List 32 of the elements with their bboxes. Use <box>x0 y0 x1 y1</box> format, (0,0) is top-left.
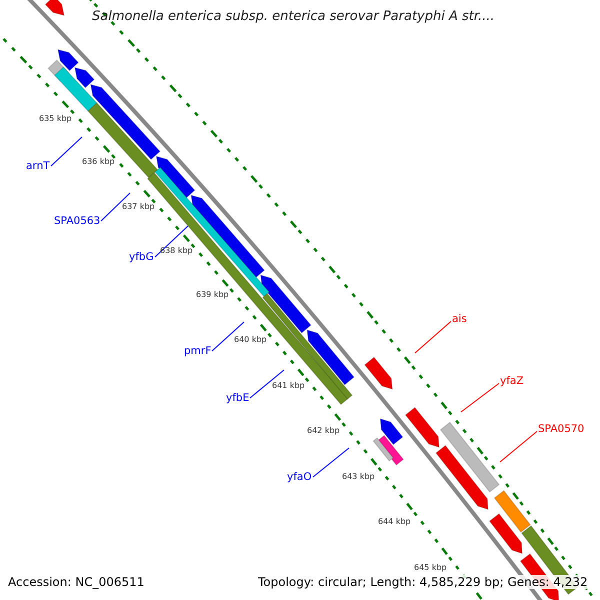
position-label: 636 kbp <box>82 157 115 166</box>
leader-line <box>212 322 244 352</box>
position-label: 645 kbp <box>414 563 447 572</box>
leader-line <box>460 382 500 412</box>
map-info-text: Accession: NC_006511 <box>6 575 146 589</box>
gene-label: pmrF <box>184 345 212 357</box>
leader-line <box>414 320 452 354</box>
gene-label: arnT <box>26 160 50 172</box>
map-title: Salmonella enterica subsp. enterica serovar Paratyphi A str.... <box>92 9 495 24</box>
position-label: 643 kbp <box>342 472 375 481</box>
position-label: 644 kbp <box>378 517 411 526</box>
position-label: 639 kbp <box>196 290 229 299</box>
leader-line <box>312 448 350 478</box>
position-label: 635 kbp <box>39 114 72 123</box>
gene-label: SPA0570 <box>538 423 584 435</box>
gene-label: yfaZ <box>500 375 524 387</box>
gene-label: yfbE <box>226 392 250 404</box>
leader-line <box>100 192 130 222</box>
leader-line <box>500 430 538 462</box>
map-info-text: Topology: circular; Length: 4,585,229 bp; Genes: 4,232 <box>256 575 590 589</box>
position-label: 640 kbp <box>234 335 267 344</box>
gene-label: SPA0563 <box>54 215 100 227</box>
leader-line <box>250 370 284 398</box>
position-label: 642 kbp <box>307 426 340 435</box>
position-label: 641 kbp <box>272 381 305 390</box>
gene-label: yfbG <box>129 251 154 263</box>
leader-line <box>154 226 188 258</box>
gene-label: yfaO <box>287 471 312 483</box>
position-label: 637 kbp <box>122 202 155 211</box>
leader-line <box>50 136 82 166</box>
position-label: 638 kbp <box>160 246 193 255</box>
gene-label: ais <box>452 313 467 325</box>
